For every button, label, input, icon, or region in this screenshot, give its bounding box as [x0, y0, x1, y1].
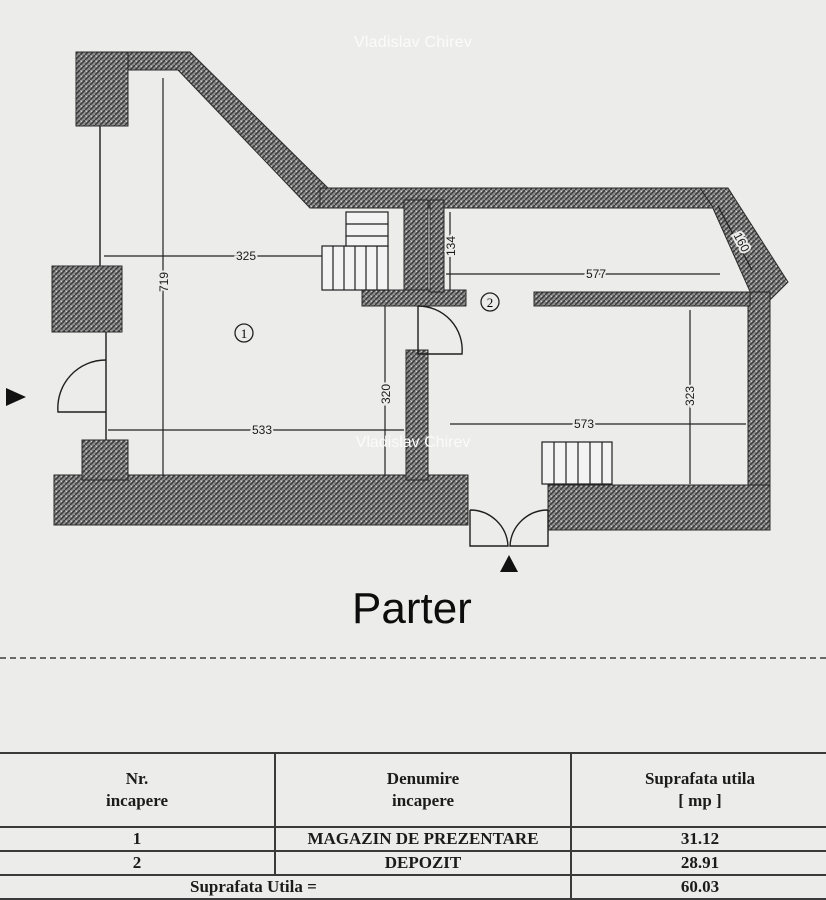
total-value: 60.03 [570, 874, 826, 900]
floor-plan: 325 719 533 320 577 573 323 134 160 1 2 [6, 51, 789, 572]
room-1-number: 1 [241, 326, 248, 341]
separator-line [0, 657, 826, 659]
row-area: 31.12 [570, 826, 826, 852]
table-total-row: Suprafata Utila = 60.03 [0, 874, 826, 900]
dim-577: 577 [586, 267, 606, 281]
header-nr: Nr. incapere [0, 752, 276, 828]
header-area: Suprafata utila [ mp ] [570, 752, 826, 828]
dim-533: 533 [252, 423, 272, 437]
row-nr: 2 [0, 850, 276, 876]
doors [57, 305, 549, 547]
dim-134: 134 [444, 236, 458, 256]
dim-573: 573 [574, 417, 594, 431]
walls [51, 51, 789, 531]
room-1-marker: 1 [234, 323, 254, 343]
table-row: 1 MAGAZIN DE PREZENTARE 31.12 [0, 826, 826, 852]
total-label: Suprafata Utila = [0, 874, 572, 900]
floor-title: Parter [352, 584, 472, 633]
entry-arrow-left [6, 388, 26, 406]
staircase-1 [321, 211, 389, 291]
dim-323: 323 [683, 386, 697, 406]
header-name: Denumire incapere [274, 752, 572, 828]
room-2-marker: 2 [480, 292, 500, 312]
room-areas-table: Nr. incapere Denumire incapere Suprafata… [0, 752, 826, 900]
row-name: DEPOZIT [274, 850, 572, 876]
room-2-number: 2 [487, 295, 494, 310]
row-area: 28.91 [570, 850, 826, 876]
watermark-author-top: Vladislav Chirev [354, 34, 472, 51]
watermark-author-center: Vladislav Chirev [355, 434, 471, 451]
row-nr: 1 [0, 826, 276, 852]
staircase-2 [541, 441, 613, 485]
table-header-row: Nr. incapere Denumire incapere Suprafata… [0, 752, 826, 828]
row-name: MAGAZIN DE PREZENTARE [274, 826, 572, 852]
table-row: 2 DEPOZIT 28.91 [0, 850, 826, 876]
dim-719: 719 [157, 272, 171, 292]
dim-320: 320 [379, 384, 393, 404]
entry-arrow-bottom [500, 555, 518, 572]
dim-325: 325 [236, 249, 256, 263]
